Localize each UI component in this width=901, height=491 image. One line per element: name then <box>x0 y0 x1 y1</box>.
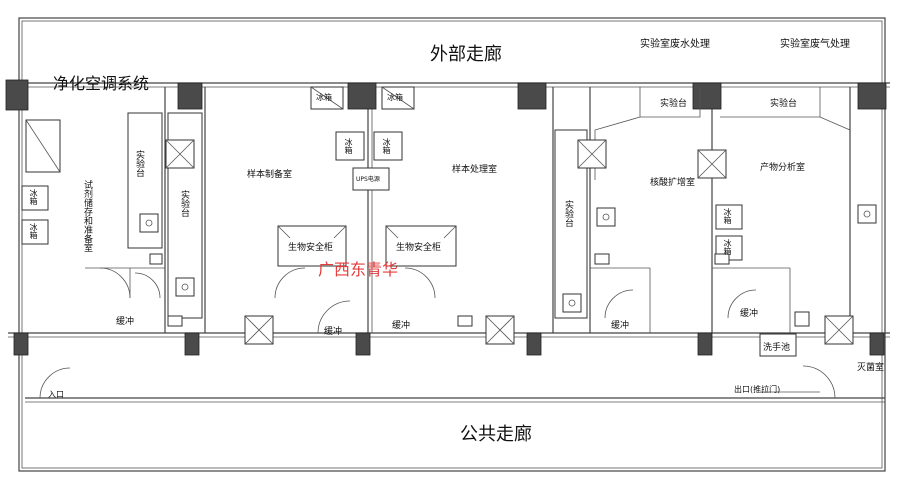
door-swing <box>727 289 757 319</box>
column <box>692 82 722 110</box>
label-fridge-5: 冰箱 <box>29 189 38 205</box>
watermark: 广西东青华 <box>318 260 399 279</box>
pass-box <box>244 315 274 345</box>
column <box>177 82 203 110</box>
column <box>184 332 200 356</box>
column <box>857 82 887 110</box>
pass-box <box>577 139 607 169</box>
label-fridge-2: 冰箱 <box>387 93 403 102</box>
door-swing <box>134 272 161 299</box>
pass-box <box>485 315 515 345</box>
refrigerator <box>381 86 415 110</box>
column <box>13 332 29 356</box>
label-entrance: 入口 <box>48 390 64 399</box>
cabinet-line <box>385 225 399 239</box>
label-buffer-5: 缓冲 <box>740 309 759 319</box>
sink-drain <box>863 210 871 218</box>
label-fridge-8: 冰箱 <box>723 239 732 255</box>
refrigerator <box>310 86 344 110</box>
door-swing <box>317 300 351 334</box>
label-outer-corridor: 外部走廊 <box>430 44 502 65</box>
label-buffer-4: 缓冲 <box>611 321 630 331</box>
sink-drain <box>568 299 576 307</box>
bench-amp-top <box>640 87 701 118</box>
door-swing <box>274 267 306 299</box>
door-swing <box>604 289 634 319</box>
label-bench-3: 实验台 <box>563 200 573 227</box>
label-fridge-3: 冰箱 <box>344 138 353 154</box>
cabinet-line <box>443 225 457 239</box>
sink <box>562 293 582 313</box>
sink-drain <box>181 283 189 291</box>
door-swing <box>99 267 131 299</box>
column <box>697 332 713 356</box>
sink-drain <box>145 219 153 227</box>
label-public-corridor: 公共走廊 <box>460 424 532 445</box>
door-swing <box>39 367 71 399</box>
column <box>517 82 547 110</box>
label-fridge-7: 冰箱 <box>723 208 732 224</box>
sink <box>857 204 877 224</box>
door-swing <box>802 365 836 399</box>
refrigerator <box>373 131 403 161</box>
label-buffer-3: 缓冲 <box>392 321 411 331</box>
label-fridge-1: 冰箱 <box>316 93 332 102</box>
pass-box <box>165 139 195 169</box>
pass-box <box>697 149 727 179</box>
column <box>5 79 29 111</box>
label-buffer-2: 缓冲 <box>324 327 343 337</box>
cabinet-line <box>277 225 291 239</box>
pass-box <box>824 315 854 345</box>
bench-analysis <box>720 116 851 131</box>
ups-unit <box>352 167 390 191</box>
storage-cabinet-line <box>25 119 61 173</box>
door-swing <box>404 267 436 299</box>
label-bench-5: 实验台 <box>770 99 798 109</box>
label-lab-wastegas: 实验室废气处理 <box>780 39 850 50</box>
sink-drain <box>602 213 610 221</box>
label-reagent-room: 试剂储存和准备室 <box>82 180 92 252</box>
refrigerator <box>715 204 743 230</box>
shelf <box>167 315 183 327</box>
label-bench-1: 实验台 <box>134 150 144 177</box>
label-fridge-6: 冰箱 <box>29 223 38 239</box>
shelf <box>594 253 610 265</box>
column <box>869 332 885 356</box>
shelf <box>149 253 163 265</box>
label-exit: 出口(推拉门) <box>734 385 781 394</box>
refrigerator <box>21 185 49 211</box>
column <box>355 332 371 356</box>
column <box>526 332 542 356</box>
shelf <box>457 315 473 327</box>
label-fridge-4: 冰箱 <box>382 138 391 154</box>
label-bench-2: 实验台 <box>179 190 189 217</box>
label-biosafety-2: 生物安全柜 <box>396 243 442 253</box>
sink <box>139 213 159 233</box>
label-buffer-1: 缓冲 <box>116 317 135 327</box>
column <box>347 82 377 110</box>
label-sterilize: 灭菌室 <box>857 363 885 373</box>
biosafety-cabinet-1 <box>277 225 347 267</box>
label-lab-wastewater: 实验室废水处理 <box>640 39 710 50</box>
label-ups: UPS电源 <box>356 176 380 183</box>
label-clean-ac: 净化空调系统 <box>53 74 150 93</box>
label-product-analysis: 产物分析室 <box>760 163 806 173</box>
building-outline <box>18 17 886 472</box>
label-handwash: 洗手池 <box>763 343 791 353</box>
sink <box>175 277 195 297</box>
biosafety-cabinet-2 <box>385 225 457 267</box>
handwash-basin <box>759 333 797 357</box>
label-sample-prep: 样本制备室 <box>247 170 293 180</box>
refrigerator <box>335 131 365 161</box>
sink <box>596 207 616 227</box>
label-amplification: 核酸扩增室 <box>650 178 696 188</box>
cabinet-line <box>333 225 347 239</box>
label-biosafety-1: 生物安全柜 <box>288 243 334 253</box>
sink <box>794 311 810 327</box>
label-sample-proc: 样本处理室 <box>452 165 498 175</box>
label-bench-4: 实验台 <box>660 99 688 109</box>
refrigerator <box>21 219 49 245</box>
shelf <box>714 253 730 265</box>
